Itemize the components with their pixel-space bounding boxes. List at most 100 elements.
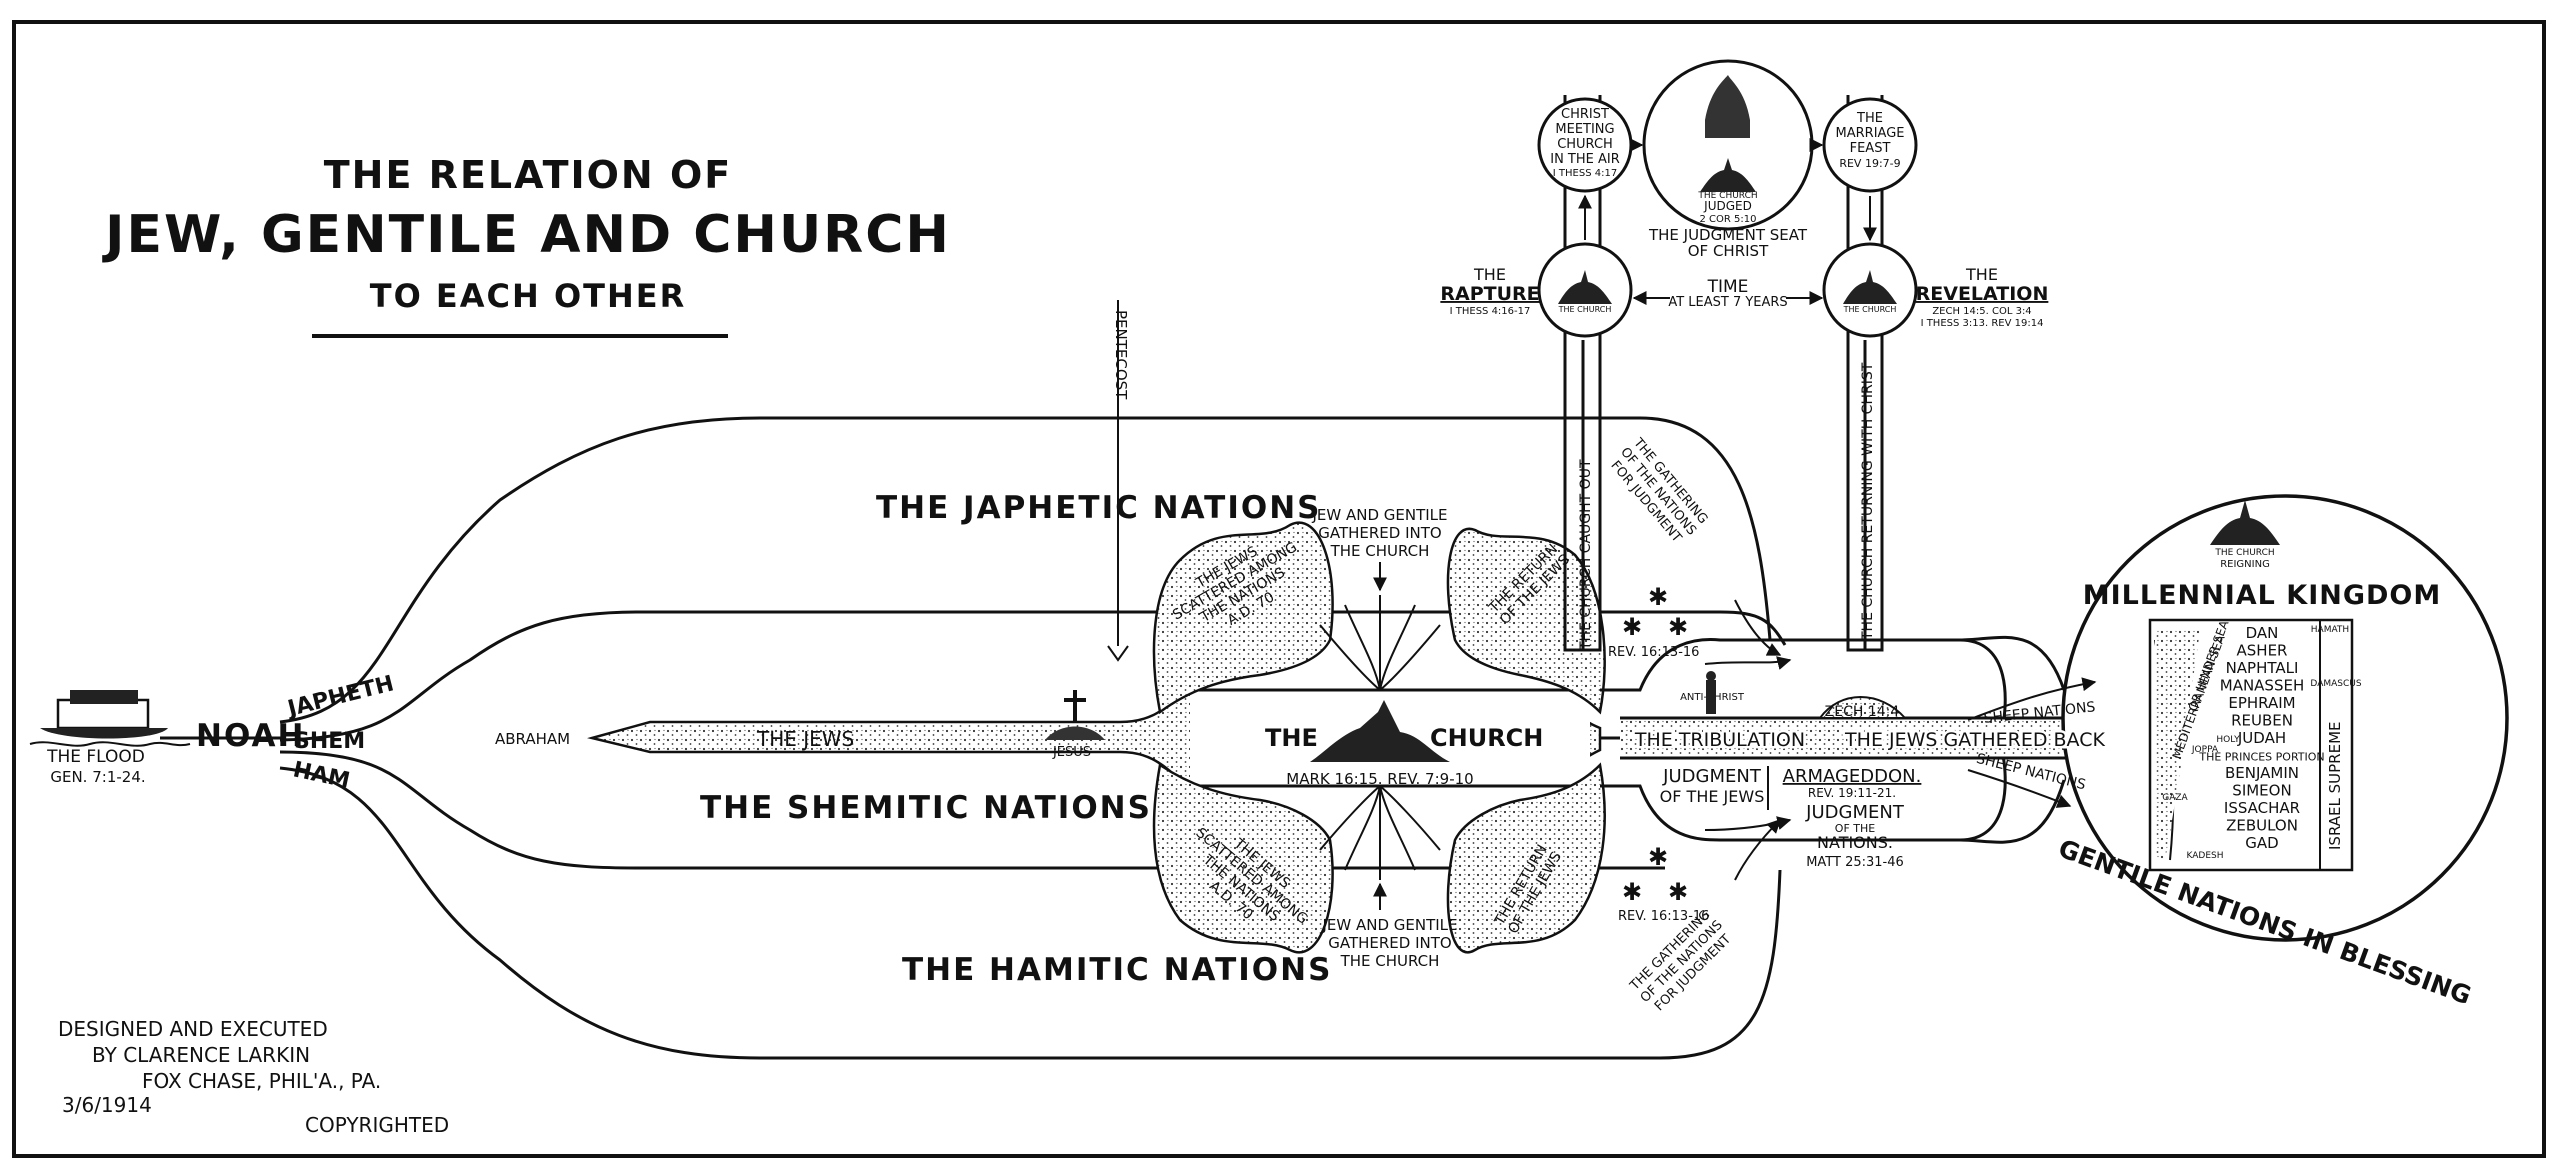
church-main-icon xyxy=(1310,700,1450,762)
caught-out-label: THE CHURCH CAUGHT OUT xyxy=(1578,459,1594,651)
ark-icon xyxy=(29,690,191,747)
church-icon-seat xyxy=(1700,158,1756,192)
map-place-label: GAZA xyxy=(2162,793,2188,803)
tribe-label: NAPHTALI xyxy=(2226,659,2299,677)
shemitic-nations-label: THE SHEMITIC NATIONS xyxy=(700,790,1152,826)
tribe-label: MANASSEH xyxy=(2220,677,2305,695)
title-block: THE RELATION OF JEW, GENTILE AND CHURCH … xyxy=(102,153,951,338)
abraham-label: ABRAHAM xyxy=(495,730,570,748)
title-line-2: JEW, GENTILE AND CHURCH xyxy=(102,205,951,265)
rapture-the: THE xyxy=(1473,265,1506,284)
gathered-bottom-2: GATHERED INTO xyxy=(1328,934,1451,952)
rev-top: REV. 16:13-16 xyxy=(1608,645,1699,660)
antichrist-figure xyxy=(1706,671,1716,714)
credit-date: 3/6/1914 xyxy=(62,1093,152,1117)
cross-icon xyxy=(1045,690,1105,740)
title-line-1: THE RELATION OF xyxy=(324,153,732,197)
israel-supreme: ISRAEL SUPREME xyxy=(2326,722,2344,851)
map-place-label: HOLY xyxy=(2216,735,2240,745)
credit-line-3: FOX CHASE, PHIL'A., PA. xyxy=(142,1069,381,1093)
zech-label: ZECH 14:4 xyxy=(1825,704,1900,720)
seat-church: THE CHURCH xyxy=(1697,191,1757,201)
japhetic-nations-label: THE JAPHETIC NATIONS xyxy=(876,490,1321,526)
page-border xyxy=(12,20,2546,1158)
seat-label-2: OF CHRIST xyxy=(1688,242,1769,260)
return-bottom-right xyxy=(1446,762,1606,954)
christ-throne-icon xyxy=(1705,75,1750,138)
time-sub: AT LEAST 7 YEARS xyxy=(1668,295,1787,310)
church-the-label: THE xyxy=(1265,724,1318,752)
tribulation-label: THE TRIBULATION xyxy=(1634,729,1805,751)
church-icon-revelation xyxy=(1843,270,1897,304)
flood-ref: GEN. 7:1-24. xyxy=(50,768,145,786)
svg-text:✱: ✱ xyxy=(1622,613,1642,641)
scatter-top-left xyxy=(1152,521,1334,715)
rev-bottom: REV. 16:13-16 xyxy=(1618,909,1709,924)
church-small-1: THE CHURCH xyxy=(1558,305,1612,314)
meeting-4: IN THE AIR xyxy=(1550,152,1620,167)
church-small-2: THE CHURCH xyxy=(1843,305,1897,314)
gathered-top-2: GATHERED INTO xyxy=(1318,524,1441,542)
ham-label: HAM xyxy=(291,757,352,793)
jesus-label: JESUS xyxy=(1052,745,1091,760)
tribe-label: BENJAMIN xyxy=(2225,764,2299,782)
reigning-1: THE CHURCH xyxy=(2214,548,2274,558)
gathered-top-3: THE CHURCH xyxy=(1330,542,1430,560)
meeting-1: CHRIST xyxy=(1561,107,1609,122)
svg-text:✱: ✱ xyxy=(1668,613,1688,641)
feast-circle xyxy=(1822,97,1918,193)
tribe-label: GAD xyxy=(2245,834,2278,852)
jews-label: THE JEWS xyxy=(756,727,854,751)
tribe-label: ISSACHAR xyxy=(2224,799,2300,817)
meeting-3: CHURCH xyxy=(1557,137,1613,152)
hamitic-nations-label: THE HAMITIC NATIONS xyxy=(902,952,1332,988)
rapture-label: RAPTURE xyxy=(1440,283,1539,305)
shem-label: SHEM xyxy=(294,729,365,754)
svg-text:✱: ✱ xyxy=(1622,878,1642,906)
tribe-label: ASHER xyxy=(2237,642,2288,660)
map-place-label: DAMASCUS xyxy=(2310,679,2361,689)
tribe-label: THE PRINCES PORTION xyxy=(2198,751,2324,764)
feast-1: THE xyxy=(1856,111,1883,126)
feast-4: REV 19:7-9 xyxy=(1839,157,1900,170)
title-line-3: TO EACH OTHER xyxy=(370,277,687,315)
millennial-title: MILLENNIAL KINGDOM xyxy=(2083,580,2441,611)
rapture-ref: I THESS 4:16-17 xyxy=(1450,306,1531,317)
meeting-2: MEETING xyxy=(1555,122,1614,137)
japheth-label: JAPHETH xyxy=(283,671,396,722)
reigning-2: REIGNING xyxy=(2220,559,2270,570)
map-place-label: HAMATH xyxy=(2311,625,2349,635)
credit-copyright: COPYRIGHTED xyxy=(305,1113,449,1137)
seat-label-1: THE JUDGMENT SEAT xyxy=(1648,226,1808,244)
armageddon-ref: REV. 19:11-21. xyxy=(1808,786,1896,800)
svg-text:✱: ✱ xyxy=(1648,843,1668,871)
armageddon-label: ARMAGEDDON. xyxy=(1783,766,1922,787)
judgment-jews-2: OF THE JEWS xyxy=(1660,787,1765,806)
star-icons: ✱✱✱ ✱✱✱ xyxy=(1622,583,1688,906)
svg-text:✱: ✱ xyxy=(1648,583,1668,611)
gathering-fans xyxy=(1319,562,1441,910)
scatter-bottom-left xyxy=(1152,762,1334,954)
church-ref: MARK 16:15. REV. 7:9-10 xyxy=(1286,770,1473,788)
feast-2: MARRIAGE xyxy=(1836,126,1905,141)
credit-line-2: BY CLARENCE LARKIN xyxy=(92,1043,310,1067)
tribe-label: ZEBULON xyxy=(2226,817,2298,835)
revelation-label: REVELATION xyxy=(1916,283,2049,305)
reigning-church-icon xyxy=(2210,500,2280,545)
judgment-jews-1: JUDGMENT xyxy=(1662,766,1762,787)
judgment-nations-2: OF THE xyxy=(1835,822,1875,835)
map-place-label: KADESH xyxy=(2187,851,2224,861)
time-label: TIME xyxy=(1707,277,1749,297)
palestine-map: DANASHERNAPHTALIMANASSEHEPHRAIMREUBENJUD… xyxy=(2148,618,2362,872)
pentecost-marker xyxy=(1107,300,1129,662)
revelation-ref-1: ZECH 14:5. COL 3:4 xyxy=(1932,306,2031,317)
jews-back-label: THE JEWS GATHERED BACK xyxy=(1844,729,2105,751)
seat-ref: 2 COR 5:10 xyxy=(1700,214,1757,225)
feast-3: FEAST xyxy=(1850,141,1891,156)
noah-label: NOAH xyxy=(196,718,305,754)
church-icon-rapture xyxy=(1558,270,1612,304)
returning-label: THE CHURCH RETURNING WITH CHRIST xyxy=(1860,362,1876,641)
judgment-nations-1: JUDGMENT xyxy=(1805,802,1905,823)
revelation-ref-2: I THESS 3:13. REV 19:14 xyxy=(1921,318,2044,329)
